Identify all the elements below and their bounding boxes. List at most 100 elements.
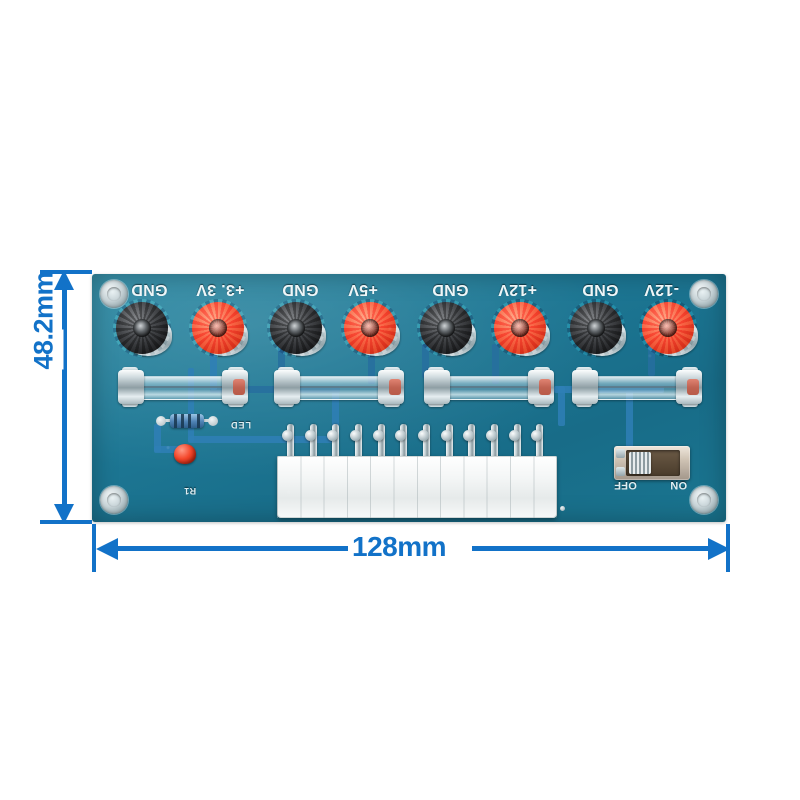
arrow-left-icon <box>96 538 118 560</box>
terminal-label-0: GND <box>131 281 168 298</box>
post-banana-hole <box>437 319 455 337</box>
post-knob[interactable] <box>189 299 247 357</box>
binding-post-3v3[interactable] <box>189 299 248 358</box>
fuse-1[interactable] <box>118 367 248 407</box>
fuse-2[interactable] <box>274 367 404 407</box>
terminal-label-1: +3. 3V <box>196 281 245 298</box>
atx-connector-shell <box>277 456 557 518</box>
fuse-solder <box>539 379 551 395</box>
terminal-label-7: -12V <box>644 281 679 298</box>
fuse-element <box>144 386 222 388</box>
binding-post-gnd-2[interactable] <box>267 299 326 358</box>
fuse-cap-left <box>424 370 450 404</box>
post-knob[interactable] <box>491 299 549 357</box>
post-banana-hole <box>133 319 151 337</box>
binding-post-gnd-4[interactable] <box>567 299 626 358</box>
atx-pin-solder <box>304 430 316 441</box>
fuse-glass <box>594 376 682 400</box>
fuse-cap-left <box>274 370 300 404</box>
pcb-via <box>560 506 565 511</box>
atx-pin <box>287 424 294 474</box>
silkscreen-ref-resistor: R1 <box>184 486 197 496</box>
solder-pad <box>156 416 166 426</box>
terminal-label-5: +12V <box>498 281 538 298</box>
mounting-hole <box>100 486 128 514</box>
atx-pin <box>513 424 521 474</box>
dim-shaft-vertical <box>62 278 67 516</box>
atx-pin <box>536 424 544 474</box>
switch-terminal <box>616 467 625 476</box>
resistor-band <box>188 414 191 428</box>
resistor-band <box>197 414 200 428</box>
pcb-trace <box>154 446 184 453</box>
arrow-up-icon <box>54 270 74 290</box>
atx-pin-solder <box>282 430 293 441</box>
pcb-trace <box>278 344 285 378</box>
fuse-glass <box>140 376 228 400</box>
post-banana-hole <box>361 319 379 337</box>
post-knob[interactable] <box>639 299 697 357</box>
fuse-element <box>450 386 528 388</box>
arrow-down-icon <box>54 504 74 524</box>
dim-shaft-horizontal-left <box>106 546 348 551</box>
binding-post-gnd-3[interactable] <box>417 299 476 358</box>
atx-pin-solder <box>486 430 498 441</box>
binding-post-12v[interactable] <box>491 299 550 358</box>
fuse-cap-left <box>118 370 144 404</box>
atx-connector[interactable] <box>277 422 557 518</box>
atx-pin <box>400 424 408 474</box>
atx-pin <box>377 424 385 474</box>
pcb-board: GND +3. 3V GND +5V GND +12V GND -12V <box>92 274 726 522</box>
switch-terminal <box>616 449 625 458</box>
atx-shell-ribs <box>277 456 557 518</box>
dimension-label-width: 128mm <box>352 531 447 562</box>
post-knob[interactable] <box>341 299 399 357</box>
pcb-trace <box>188 436 338 443</box>
fuse-solder <box>389 379 401 395</box>
post-banana-hole <box>287 319 305 337</box>
power-switch[interactable]: OFF ON <box>614 446 690 491</box>
atx-pin-solder <box>350 430 362 441</box>
post-knob[interactable] <box>267 299 325 357</box>
binding-post-5v[interactable] <box>341 299 400 358</box>
fuse-solder <box>233 379 245 395</box>
binding-post-gnd-1[interactable] <box>113 299 172 358</box>
fuse-4[interactable] <box>572 367 702 407</box>
atx-pin <box>332 424 340 474</box>
pcb-trace <box>492 344 499 384</box>
fuse-solder <box>687 379 699 395</box>
switch-label-on: ON <box>670 479 688 491</box>
post-knob[interactable] <box>113 299 171 357</box>
fuse-cap-left <box>572 370 598 404</box>
atx-pin-solder <box>463 430 475 441</box>
terminal-label-6: GND <box>582 281 619 298</box>
post-banana-hole <box>659 319 677 337</box>
binding-post-neg12v[interactable] <box>639 299 698 358</box>
post-knob[interactable] <box>417 299 475 357</box>
atx-pin <box>445 424 453 474</box>
fuse-3[interactable] <box>424 367 554 407</box>
pcb-trace <box>332 386 339 442</box>
fuse-glass <box>296 376 384 400</box>
pcb-trace <box>558 386 565 426</box>
resistor-lead-left <box>160 419 172 422</box>
pcb-trace <box>626 390 633 448</box>
atx-pin <box>468 424 476 474</box>
arrow-right-icon <box>708 538 730 560</box>
atx-pin-solder <box>508 430 520 441</box>
atx-pin-solder <box>440 430 452 441</box>
pcb-trace <box>154 424 161 452</box>
pcb-trace <box>210 344 217 390</box>
solder-pad <box>208 416 218 426</box>
power-led <box>174 444 196 464</box>
pcb-trace <box>648 344 655 376</box>
atx-pin <box>355 424 363 474</box>
fuse-element <box>598 386 676 388</box>
post-knob[interactable] <box>567 299 625 357</box>
switch-label-off: OFF <box>614 479 637 491</box>
dim-shaft-horizontal-right <box>472 546 720 551</box>
switch-lever[interactable] <box>629 452 651 474</box>
resistor-band <box>181 414 184 428</box>
dimension-label-height: 48.2mm <box>24 272 64 370</box>
